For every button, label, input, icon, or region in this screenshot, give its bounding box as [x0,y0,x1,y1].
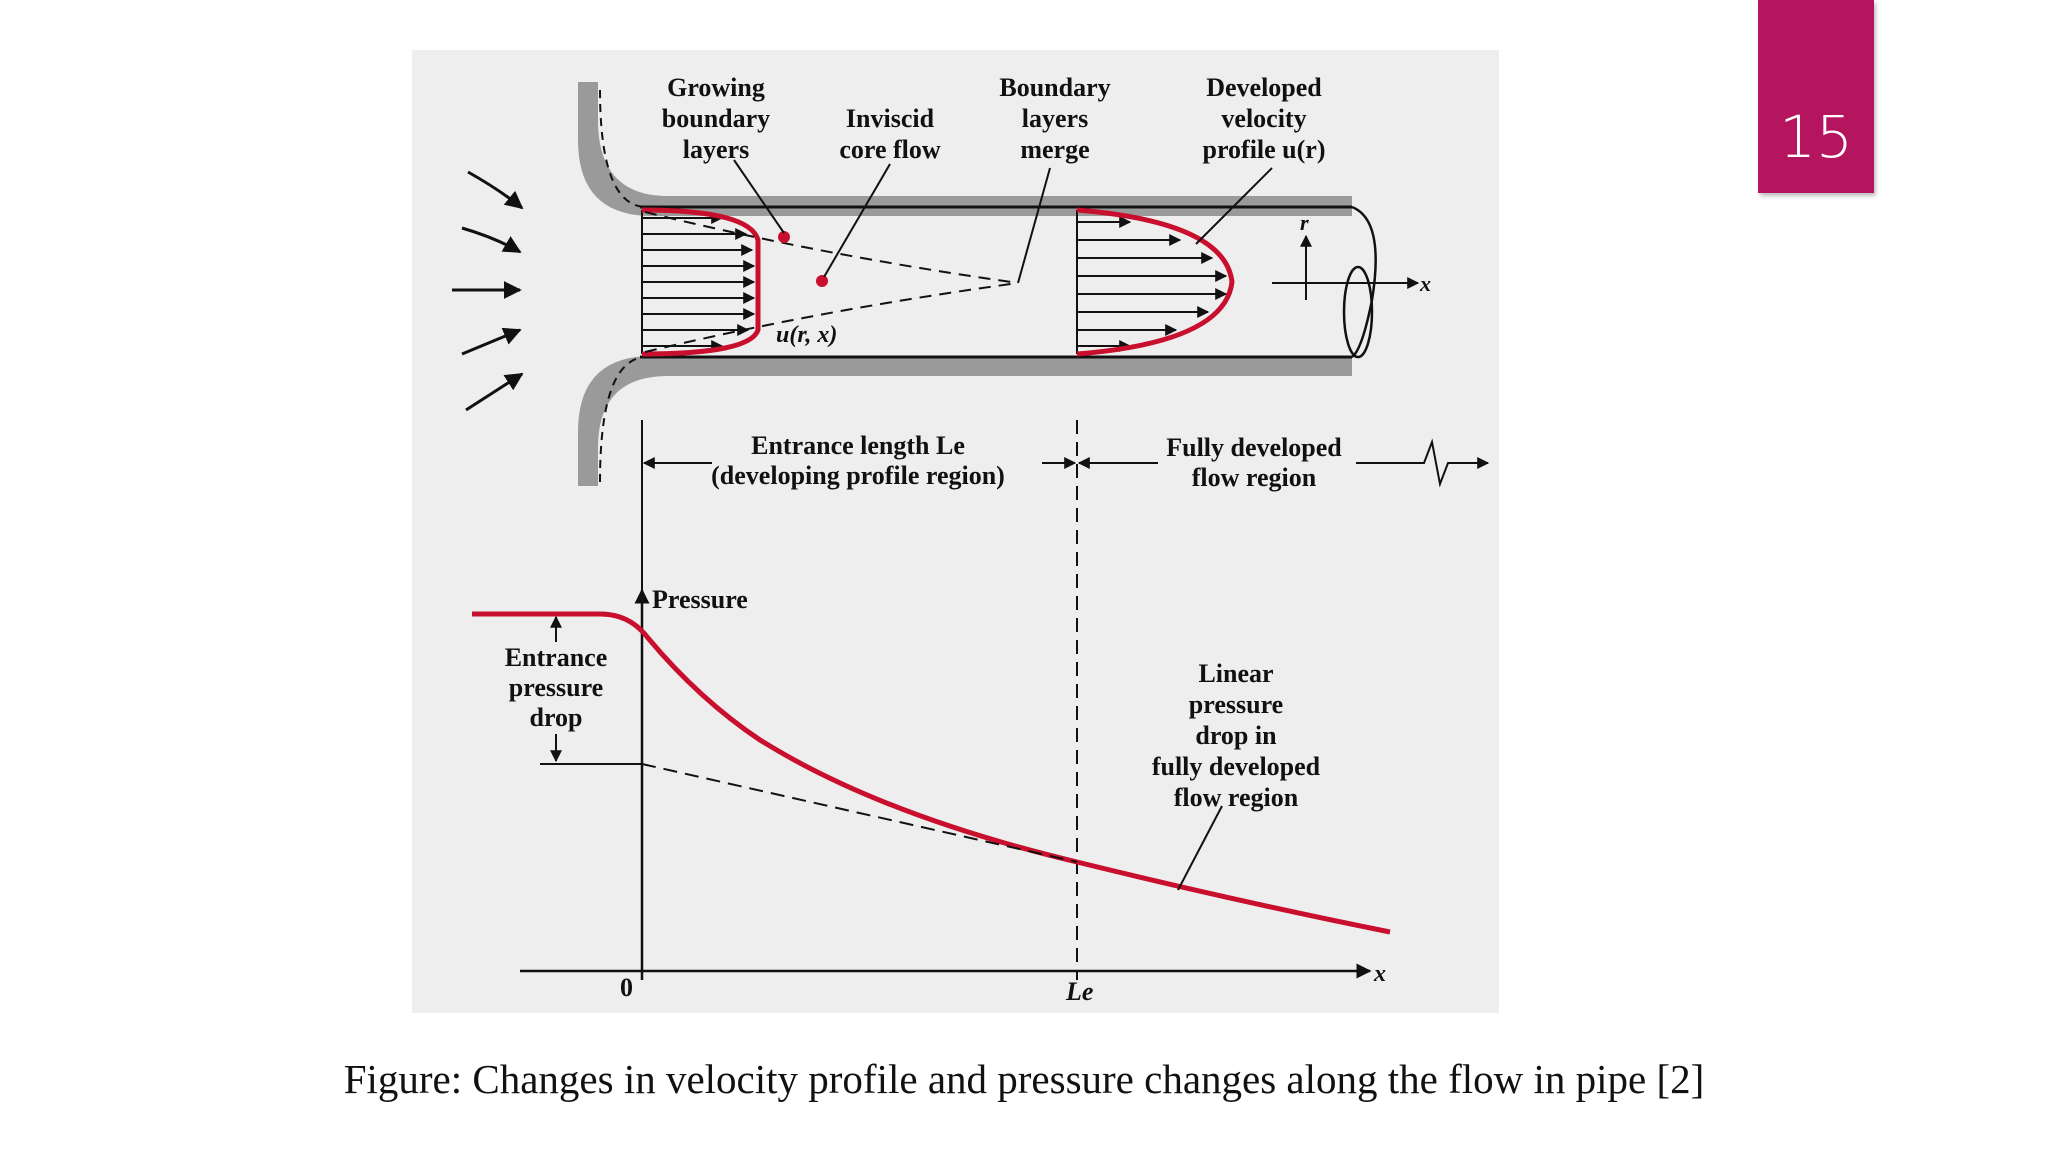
svg-text:layers: layers [1022,104,1088,133]
svg-text:Entrance: Entrance [505,643,608,672]
svg-text:Entrance length Le: Entrance length Le [751,431,965,460]
svg-text:pressure: pressure [509,673,603,702]
x-axis-label-bottom: x [1373,961,1386,987]
inlet-arrow-2 [461,226,522,254]
svg-text:Linear: Linear [1198,659,1273,688]
entrance-length-label: Entrance length Le (developing profile r… [711,431,1005,490]
boundary-layer-bottom [644,282,1019,353]
developed-leader [1195,167,1273,245]
inviscid-core-point [816,275,828,287]
origin-label: 0 [620,973,633,1002]
svg-text:profile u(r): profile u(r) [1203,135,1326,164]
svg-text:drop in: drop in [1195,721,1277,750]
linear-drop-leader [1177,805,1223,891]
svg-text:(developing profile region): (developing profile region) [711,461,1005,490]
merge-leader [1017,167,1051,284]
figure-caption: Figure: Changes in velocity profile and … [343,1056,1705,1102]
svg-text:Inviscid: Inviscid [846,104,935,133]
inlet-streamline-bottom [599,356,646,483]
svg-text:layers: layers [683,135,749,164]
growing-boundary-layers-label: Growing boundary layers [662,73,770,164]
svg-text:Developed: Developed [1206,73,1322,102]
svg-text:core flow: core flow [839,135,941,164]
svg-text:velocity: velocity [1221,104,1306,133]
inviscid-leader [823,163,891,278]
pressure-axis-label: Pressure [652,585,748,614]
le-tick-label: Le [1065,977,1093,1006]
developed-profile-arrows [1077,216,1228,352]
entrance-velocity-profile-curve [641,207,761,357]
pipe-inlet-wall-top [578,82,1352,216]
boundary-layer-point [778,231,790,243]
r-axis-label: r [1300,210,1309,235]
developed-velocity-profile-label: Developed velocity profile u(r) [1203,73,1326,164]
inviscid-core-flow-label: Inviscid core flow [839,104,941,164]
boundary-layer-top [644,211,1019,284]
svg-text:Fully developed: Fully developed [1166,433,1342,462]
entrance-profile-arrows [642,212,756,352]
svg-text:Growing: Growing [667,73,765,102]
linear-pressure-drop-label: Linear pressure drop in fully developed … [1152,659,1321,812]
inlet-arrow-4 [461,327,522,356]
svg-text:drop: drop [530,703,583,732]
svg-text:pressure: pressure [1189,690,1283,719]
page-number: 15 [1779,103,1853,171]
developed-velocity-profile-curve [1076,207,1235,357]
inlet-arrow-5 [465,372,524,412]
svg-text:merge: merge [1020,135,1089,164]
boundary-layers-merge-label: Boundary layers merge [999,73,1110,164]
inlet-arrow-1 [467,170,524,210]
pressure-curve [472,611,1391,935]
svg-text:fully developed: fully developed [1152,752,1321,781]
u-r-x-label: u(r, x) [776,322,837,348]
pipe-end-loop [1342,265,1374,359]
page-number-badge: 15 [1758,0,1874,193]
svg-text:flow region: flow region [1174,783,1299,812]
svg-text:Boundary: Boundary [999,73,1110,102]
svg-text:boundary: boundary [662,104,770,133]
inlet-streamline-top [599,89,646,208]
linear-extrapolation-dashed [641,763,1078,863]
x-axis-label-top: x [1419,271,1431,296]
fully-developed-arrow-right [1356,438,1490,488]
pipe-inlet-wall-bottom [578,356,1352,486]
pipe-end-cutaway [1351,205,1377,359]
entrance-pressure-drop-label: Entrance pressure drop [505,643,608,732]
fully-developed-region-label: Fully developed flow region [1166,433,1342,492]
svg-text:flow region: flow region [1192,463,1317,492]
growing-leader [733,159,785,234]
